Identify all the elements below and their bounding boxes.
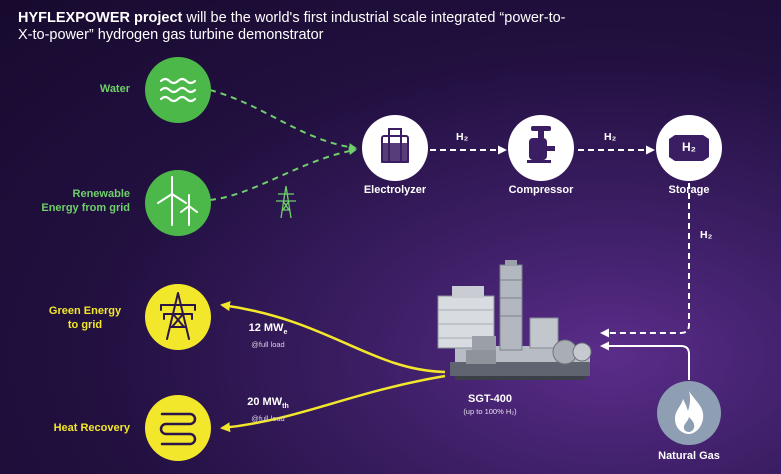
green-energy-label: Green Energy to grid [35,304,135,332]
natural-gas-label: Natural Gas [658,450,720,462]
storage-icon-label: H₂ [682,140,696,154]
renewable-node [145,170,211,236]
h2-label-2: H₂ [604,131,617,143]
gas-to-turbine-arrow [600,341,690,380]
page-title: HYFLEXPOWER project will be the world's … [18,10,578,44]
title-rest: will be the world's first industrial sca… [18,10,566,43]
thermal-value: 20 MW [247,396,283,408]
water-label: Water [99,83,130,95]
energy-flow-arrow [209,147,357,201]
title-bold: HYFLEXPOWER project [18,10,183,26]
h2-label-1: H₂ [456,131,469,143]
renewable-label-line2: Energy from grid [41,202,130,214]
storage-label: Storage [668,184,710,196]
thermal-power-value: 20 MWth @full load [228,396,308,425]
electric-subscript: e [283,329,288,337]
heat-output-node [145,395,211,461]
heat-recovery-arrow [220,374,446,433]
waves-icon [159,77,197,103]
gas-turbine-icon [437,260,592,380]
electric-power-value: 12 MWe @full load [228,322,308,351]
storage-node [656,115,722,181]
grid-output-node [145,284,211,350]
h2-label-3: H₂ [700,229,713,241]
thermal-subscript: th [282,403,289,411]
turbine-note: (up to 100% H₂) [463,407,517,416]
heat-coil-icon [159,412,197,446]
storage-to-turbine-arrow [600,183,690,338]
electrolyzer-icon [381,128,409,163]
green-energy-line1: Green Energy [48,305,122,317]
compressor-label: Compressor [508,184,574,196]
storage-tank-icon [669,135,709,161]
electrolyzer-label: Electrolyzer [363,184,427,196]
electric-value: 12 MW [248,322,284,334]
heat-recovery-label: Heat Recovery [53,422,130,434]
flame-icon [675,391,704,434]
electric-note: @full load [251,340,285,350]
water-flow-arrow [209,89,357,152]
compressor-icon [527,126,555,163]
renewable-label-line1: Renewable [72,188,130,200]
transmission-tower-icon [160,292,196,340]
renewable-label: Renewable Energy from grid [20,187,130,215]
thermal-note: @full load [251,414,285,424]
pylon-icon [276,185,296,219]
natural-gas-node [657,381,721,445]
water-node [145,57,211,123]
green-energy-arrow [220,301,446,374]
wind-turbine-icon [157,176,198,226]
turbine-name: SGT-400 [467,393,513,405]
compressor-node [508,115,574,181]
green-energy-line2: to grid [67,319,103,331]
electrolyzer-node [362,115,428,181]
